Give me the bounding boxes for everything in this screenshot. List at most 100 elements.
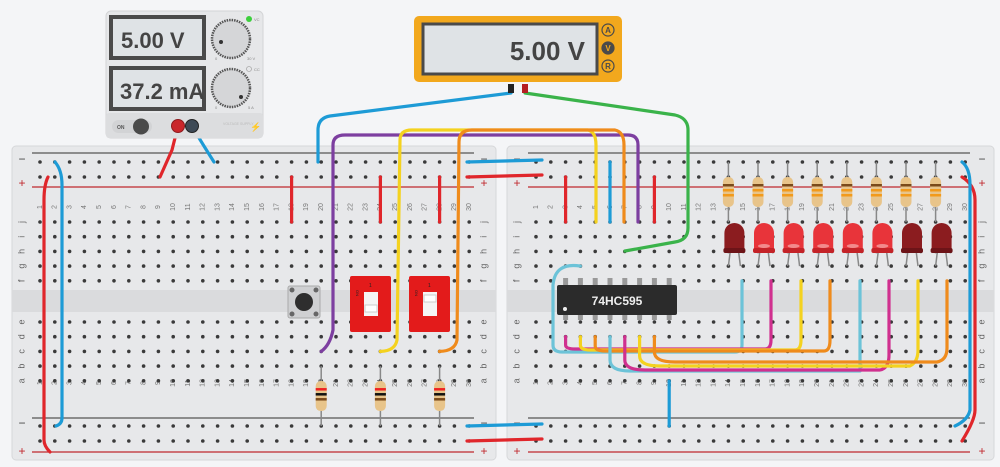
hole[interactable] [97,220,101,224]
rail-hole[interactable] [97,160,101,164]
negative-terminal[interactable] [185,119,199,133]
hole[interactable] [741,220,745,224]
hole[interactable] [334,264,338,268]
rail-hole[interactable] [697,424,701,428]
hole[interactable] [563,364,568,368]
rail-hole[interactable] [948,160,953,164]
rail-hole[interactable] [171,424,175,428]
hole[interactable] [201,249,205,254]
hole[interactable] [275,249,279,254]
rail-hole[interactable] [112,424,116,428]
rail-hole[interactable] [578,424,583,428]
hole[interactable] [637,379,642,383]
hole[interactable] [127,364,131,368]
hole[interactable] [141,320,146,324]
rail-hole[interactable] [230,439,235,443]
hole[interactable] [156,249,161,254]
rail-hole[interactable] [682,424,686,428]
rail-hole[interactable] [82,160,87,164]
hole[interactable] [726,264,731,268]
rail-hole[interactable] [141,160,146,164]
hole[interactable] [756,334,760,339]
hole[interactable] [682,320,686,324]
rail-hole[interactable] [800,439,805,443]
dip-switch-toggle[interactable] [423,294,437,303]
rail-hole[interactable] [437,160,442,164]
hole[interactable] [452,379,457,383]
hole[interactable] [112,264,116,268]
hole[interactable] [697,334,701,339]
rail-hole[interactable] [667,175,671,179]
hole[interactable] [667,234,671,239]
hole[interactable] [82,320,87,324]
rail-hole[interactable] [112,175,116,179]
rail-hole[interactable] [452,175,457,179]
hole[interactable] [141,379,146,383]
hole[interactable] [53,334,57,339]
hole[interactable] [697,279,701,283]
rail-hole[interactable] [38,439,42,443]
hole[interactable] [593,234,597,239]
hole[interactable] [393,264,398,268]
hole[interactable] [363,264,368,268]
hole[interactable] [304,220,309,224]
hole[interactable] [245,320,249,324]
rail-hole[interactable] [408,439,412,443]
hole[interactable] [534,220,538,224]
hole[interactable] [963,334,967,339]
rail-hole[interactable] [156,439,161,443]
hole[interactable] [963,320,967,324]
rail-hole[interactable] [423,439,427,443]
wire-top-minus-link[interactable] [465,158,544,164]
hole[interactable] [82,334,87,339]
rail-hole[interactable] [919,439,923,443]
hole[interactable] [578,379,583,383]
rail-hole[interactable] [53,439,57,443]
hole[interactable] [393,234,398,239]
hole[interactable] [963,264,967,268]
hole[interactable] [53,249,57,254]
hole[interactable] [319,279,324,283]
hole[interactable] [919,334,923,339]
hole[interactable] [785,320,790,324]
hole[interactable] [38,334,42,339]
hole[interactable] [156,379,161,383]
rail-hole[interactable] [563,160,568,164]
hole[interactable] [304,264,309,268]
hole[interactable] [67,264,72,268]
hole[interactable] [349,349,353,354]
hole[interactable] [38,249,42,254]
rail-hole[interactable] [667,160,671,164]
hole[interactable] [201,379,205,383]
hole[interactable] [38,220,42,224]
wire-switch1-signal[interactable] [378,128,598,353]
rail-hole[interactable] [245,160,249,164]
rail-hole[interactable] [963,424,967,428]
hole[interactable] [859,264,864,268]
hole[interactable] [171,379,175,383]
hole[interactable] [874,334,879,339]
hole[interactable] [289,234,294,239]
hole[interactable] [408,379,412,383]
hole[interactable] [889,220,893,224]
hole[interactable] [452,349,457,354]
hole[interactable] [756,320,760,324]
hole[interactable] [452,334,457,339]
hole[interactable] [771,379,775,383]
rail-hole[interactable] [889,160,893,164]
hole[interactable] [260,264,264,268]
rail-hole[interactable] [423,160,427,164]
hole[interactable] [652,320,657,324]
hole[interactable] [467,279,472,283]
hole[interactable] [963,364,967,368]
rail-hole[interactable] [711,175,716,179]
hole[interactable] [904,334,908,339]
hole[interactable] [800,379,805,383]
hole[interactable] [304,334,309,339]
hole[interactable] [682,379,686,383]
rail-hole[interactable] [948,175,953,179]
rail-hole[interactable] [186,439,190,443]
rail-hole[interactable] [785,439,790,443]
hole[interactable] [304,320,309,324]
rail-hole[interactable] [304,439,309,443]
